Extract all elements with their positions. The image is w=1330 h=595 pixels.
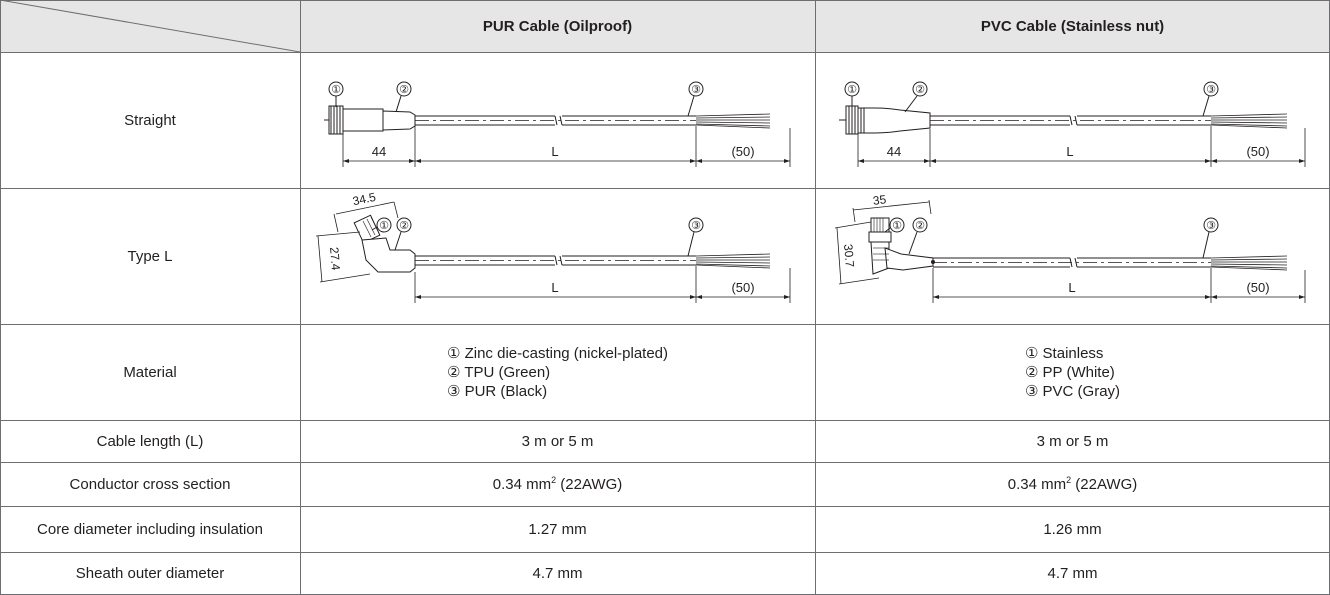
grid-left [0,0,1,595]
callout-3: ③ [691,84,701,96]
pur-straight-svg: ① ② ③ 44 L ( [324,81,791,167]
pvc-type-l-svg: 35 30.7 ① ② ③ [834,192,1306,303]
dim-L: L [551,144,558,159]
row-label-material: Material [123,363,177,381]
diagonal-line [0,0,300,52]
dim-50: (50) [1246,144,1269,159]
pvc-type-l-drawing: 35 30.7 ① ② ③ [815,188,1330,324]
dim-50: (50) [1246,280,1269,295]
header-pur-label: PUR Cable (Oilproof) [482,17,633,35]
dim-44: 44 [887,144,901,159]
pur-sheath: 4.7 mm [532,565,583,582]
dim-L: L [551,280,558,295]
grid-h4 [0,420,1330,421]
grid-h6 [0,506,1330,507]
pur-material-list: ① Zinc die-casting (nickel-plated) ② TPU… [447,344,668,401]
pur-straight-drawing: ① ② ③ 44 L ( [300,52,815,188]
row-label-sheath: Sheath outer diameter [75,565,225,582]
dim-34-5: 34.5 [351,190,377,209]
callout-2: ② [399,220,409,232]
grid-h3 [0,324,1330,325]
dim-27-4: 27.4 [327,246,343,271]
pur-type-l-drawing: 34.5 27.4 ① ② ③ [300,188,815,324]
pur-material-3: ③ PUR (Black) [446,382,548,400]
row-label-conductor: Conductor cross section [69,475,231,493]
pvc-material-1: ① Stainless [1024,344,1104,362]
grid-h7 [0,552,1330,553]
pvc-sheath: 4.7 mm [1047,565,1098,582]
pur-core-diameter: 1.27 mm [528,520,587,538]
pvc-straight-svg: ① ② ③ 44 L (50) [839,81,1306,167]
row-label-straight: Straight [124,111,176,129]
header-pur-cable: PUR Cable (Oilproof) [300,0,815,52]
dim-44: 44 [372,144,386,159]
grid-v2 [815,0,816,595]
dim-50: (50) [731,280,754,295]
grid-h1 [0,52,1330,53]
callout-3: ③ [1206,220,1216,232]
grid-h5 [0,462,1330,463]
pur-cable-length: 3 m or 5 m [521,432,594,450]
pvc-material-3: ③ PVC (Gray) [1024,382,1121,400]
pur-material-2: ② TPU (Green) [446,363,551,381]
grid-top [0,0,1330,1]
pur-conductor: 0.34 mm2 (22AWG) [492,475,623,493]
dim-L: L [1066,144,1073,159]
callout-1: ① [847,84,857,96]
dim-30-7: 30.7 [841,243,857,268]
pur-type-l-svg: 34.5 27.4 ① ② ③ [315,190,791,303]
callout-1: ① [331,84,341,96]
callout-2: ② [915,84,925,96]
callout-1: ① [892,220,902,232]
pvc-material-2: ② PP (White) [1024,363,1115,381]
callout-2: ② [915,220,925,232]
pur-material-cell: ① Zinc die-casting (nickel-plated) ② TPU… [300,324,815,420]
dim-50: (50) [731,144,754,159]
pvc-cable-length: 3 m or 5 m [1036,432,1109,450]
callout-2: ② [399,84,409,96]
callout-1: ① [379,220,389,232]
dim-35: 35 [872,192,887,208]
pur-material-1: ① Zinc die-casting (nickel-plated) [446,344,669,362]
grid-v1 [300,0,301,595]
pvc-material-cell: ① Stainless ② PP (White) ③ PVC (Gray) [815,324,1330,420]
header-corner-cell [0,0,300,52]
callout-3: ③ [1206,84,1216,96]
callout-3: ③ [691,220,701,232]
header-pvc-label: PVC Cable (Stainless nut) [980,17,1165,35]
pvc-straight-drawing: ① ② ③ 44 L (50) [815,52,1330,188]
pvc-material-list: ① Stainless ② PP (White) ③ PVC (Gray) [1025,344,1120,401]
row-label-type-l: Type L [127,247,173,265]
grid-h2 [0,188,1330,189]
row-label-cable-length: Cable length (L) [96,432,204,450]
dim-L: L [1068,280,1075,295]
pvc-conductor: 0.34 mm2 (22AWG) [1007,475,1138,493]
header-pvc-cable: PVC Cable (Stainless nut) [815,0,1330,52]
row-label-core-diameter: Core diameter including insulation [37,520,263,538]
pvc-core-diameter: 1.26 mm [1043,520,1102,538]
